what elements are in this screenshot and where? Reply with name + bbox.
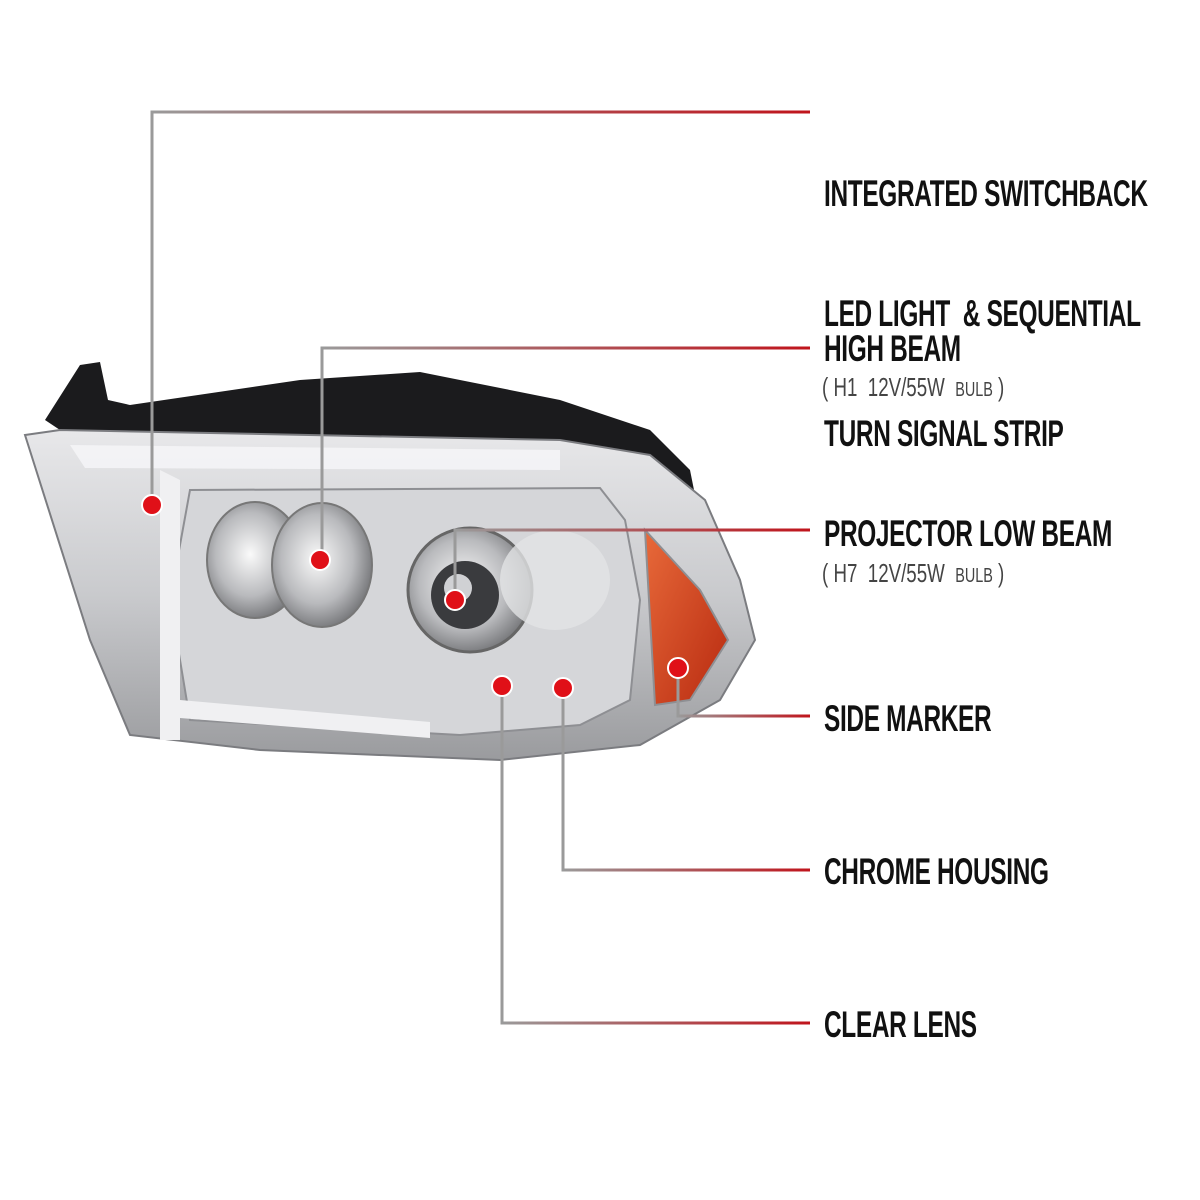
dot-clear-lens: [491, 675, 513, 697]
amber-side-marker: [643, 527, 730, 707]
dot-low-beam: [444, 589, 466, 611]
callout-chrome-housing: CHROME HOUSING: [824, 851, 1049, 892]
callout-line: TURN SIGNAL STRIP: [824, 413, 1064, 454]
leader-line-chrome-housing: [561, 688, 810, 872]
leader-line-clear-lens: [500, 688, 810, 1025]
dot-switchback: [141, 494, 163, 516]
callout-line: INTEGRATED SWITCHBACK: [824, 173, 1148, 214]
leader-line-high-beam: [320, 346, 810, 560]
spec-rating: 12V/55W: [867, 558, 945, 588]
callout-low-beam-spec: ( H7 12V/55W BULB ): [822, 558, 1004, 589]
dot-high-beam: [309, 549, 331, 571]
callout-switchback: INTEGRATED SWITCHBACK LED LIGHT & SEQUEN…: [824, 94, 1148, 534]
callout-dots: [141, 494, 689, 699]
spec-unit: BULB: [955, 379, 993, 401]
spec-rating: 12V/55W: [867, 372, 945, 402]
spec-bulb: H7: [833, 558, 858, 588]
spec-bulb: H1: [833, 372, 858, 402]
chrome-housing: [23, 428, 757, 762]
spec-unit: BULB: [955, 565, 993, 587]
callout-side-marker: SIDE MARKER: [824, 698, 992, 739]
leader-line-switchback: [150, 110, 810, 505]
leader-line-low-beam: [453, 528, 810, 600]
spec-close: ): [998, 372, 1005, 402]
callout-high-beam-spec: ( H1 12V/55W BULB ): [822, 372, 1004, 403]
spec-close: ): [998, 558, 1005, 588]
dot-chrome-housing: [552, 677, 574, 699]
spec-open: (: [822, 372, 829, 402]
leader-line-side-marker: [676, 668, 810, 718]
leader-lines: [150, 110, 810, 1025]
spec-open: (: [822, 558, 829, 588]
callout-clear-lens: CLEAR LENS: [824, 1004, 977, 1045]
callout-line: LED LIGHT & SEQUENTIAL: [824, 293, 1141, 334]
callout-low-beam: PROJECTOR LOW BEAM: [824, 513, 1113, 554]
dot-side-marker: [667, 657, 689, 679]
callout-high-beam: HIGH BEAM: [824, 328, 961, 369]
high-beam-reflector: [206, 501, 373, 628]
